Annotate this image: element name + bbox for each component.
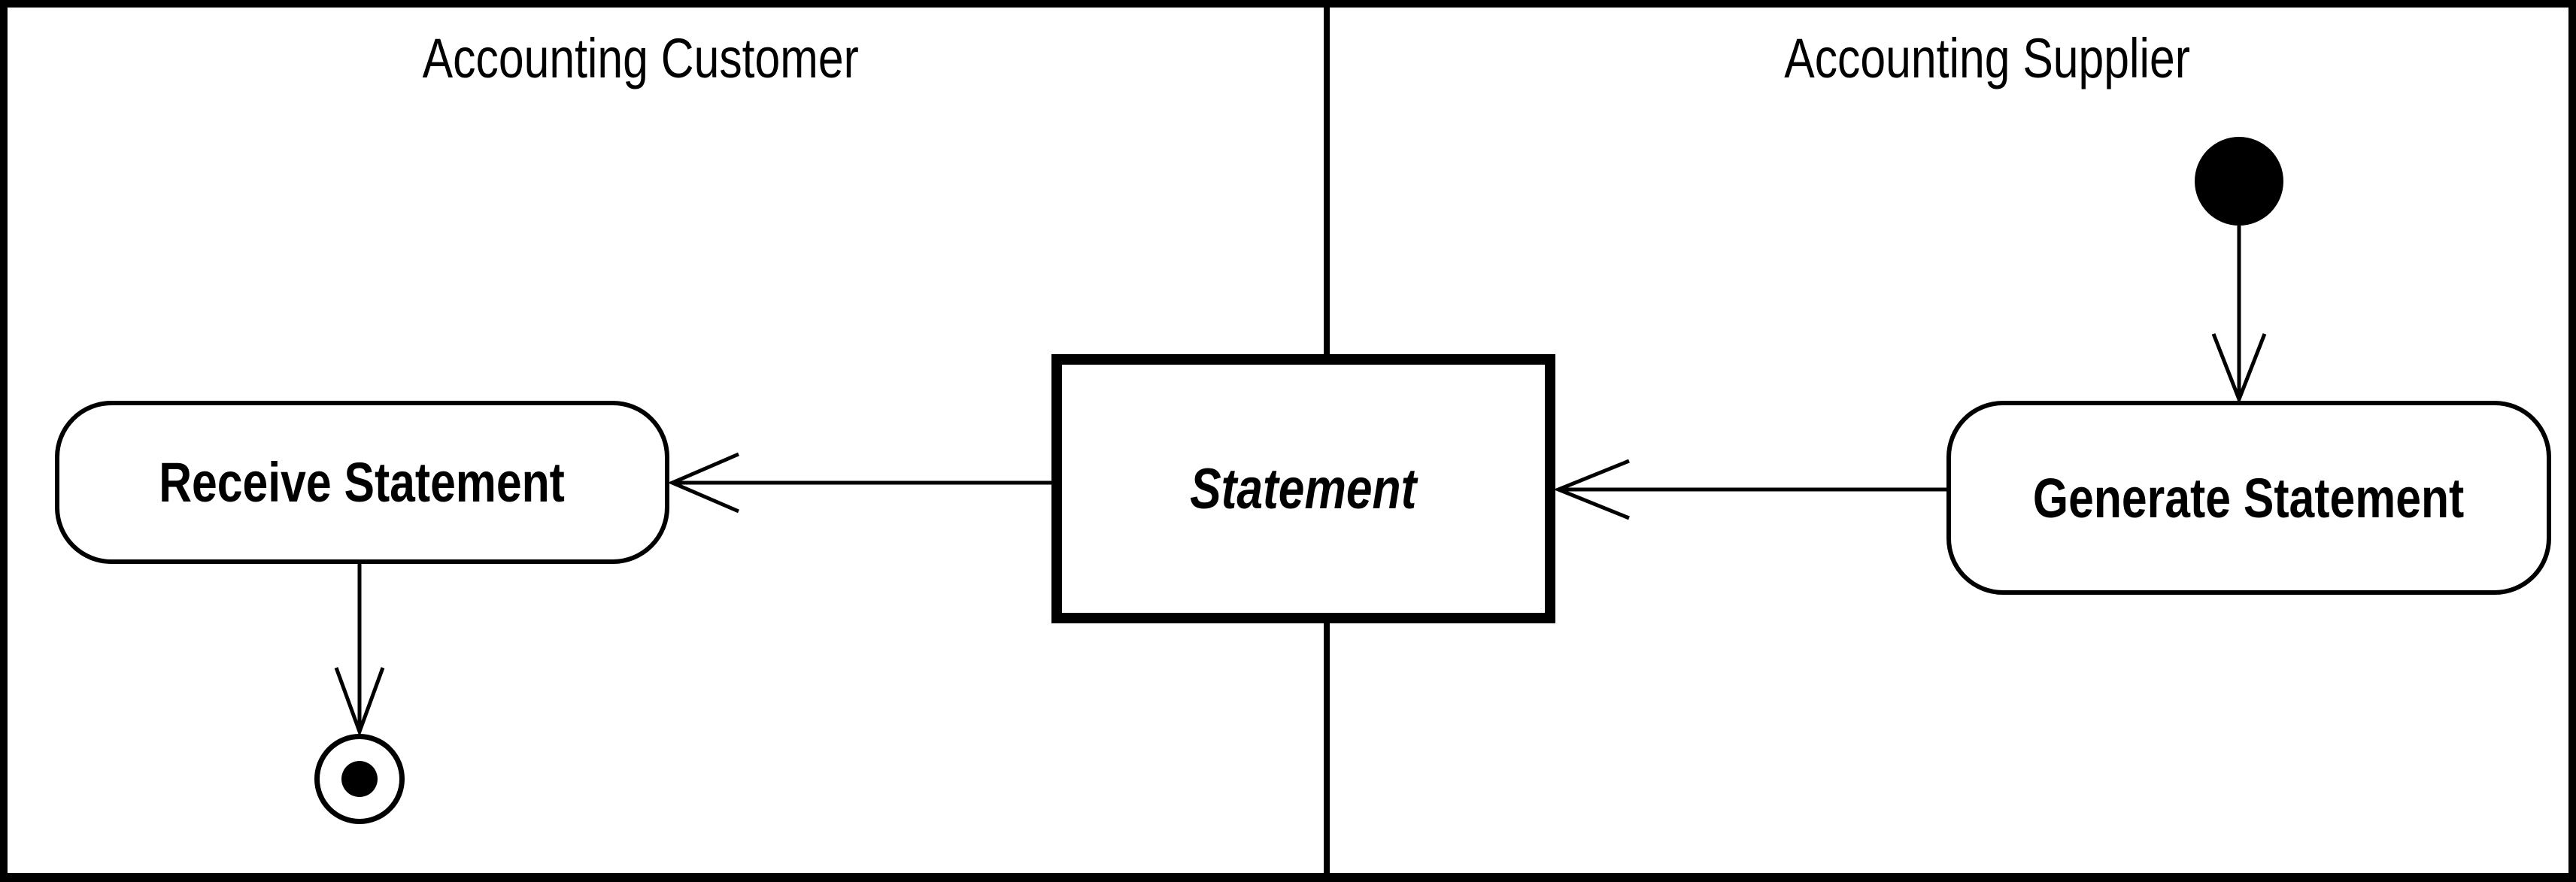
edge-statement-to-receive xyxy=(667,452,1051,514)
arrowhead-down-icon xyxy=(334,667,385,738)
activity-receive-statement: Receive Statement xyxy=(55,401,669,564)
lane-title-text: Accounting Supplier xyxy=(1784,27,2190,89)
final-node-dot xyxy=(341,761,378,797)
edge-receive-to-final xyxy=(334,564,385,738)
arrowhead-down-icon xyxy=(2211,333,2267,405)
lane-title-text: Accounting Customer xyxy=(422,27,859,89)
activity-generate-statement: Generate Statement xyxy=(1946,401,2551,595)
lane-title-accounting-supplier: Accounting Supplier xyxy=(1724,30,2250,87)
activity-label: Receive Statement xyxy=(159,451,566,514)
object-label: Statement xyxy=(1190,456,1417,521)
final-node-icon xyxy=(314,734,405,824)
arrowhead-left-icon xyxy=(667,452,739,514)
object-statement: Statement xyxy=(1051,354,1555,623)
initial-node-icon xyxy=(2195,137,2283,226)
activity-label: Generate Statement xyxy=(2033,466,2465,529)
edge-generate-to-statement xyxy=(1553,459,1946,520)
edge-initial-to-generate xyxy=(2211,226,2267,405)
lane-title-accounting-customer: Accounting Customer xyxy=(375,30,901,87)
arrowhead-left-icon xyxy=(1553,459,1630,520)
